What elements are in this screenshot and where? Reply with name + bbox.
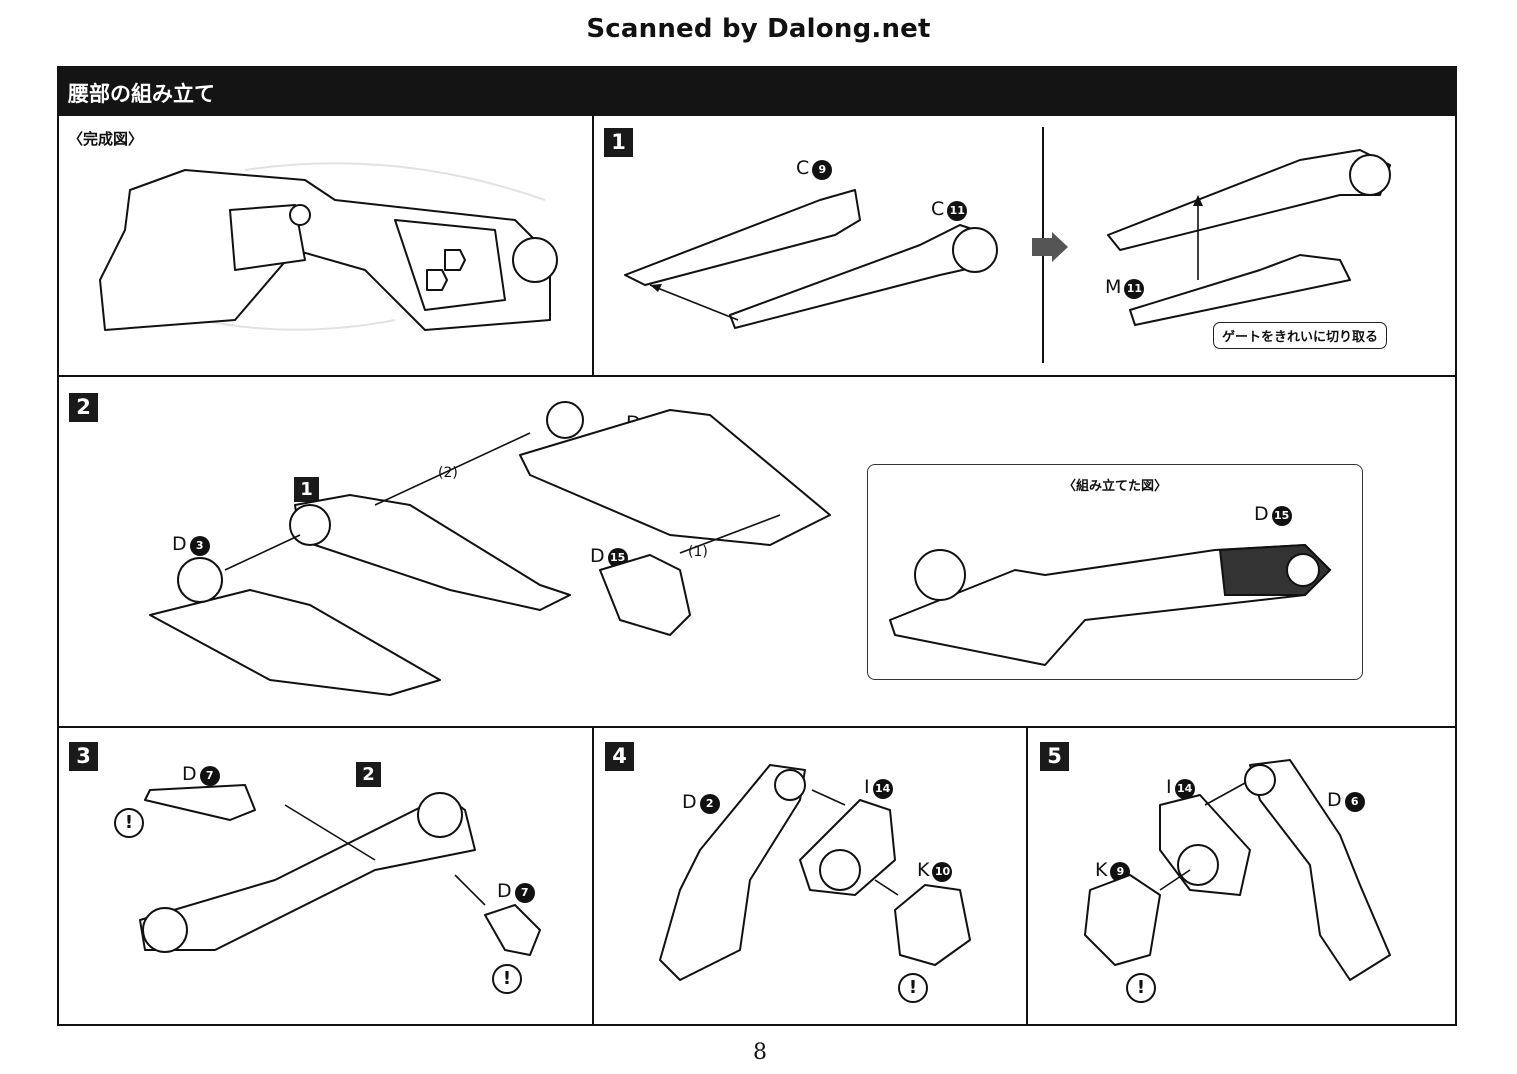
step-2-number: 2 (69, 393, 98, 422)
step-2-parts-illustration (149, 401, 831, 696)
step-reference-2: 2 (356, 762, 381, 787)
caution-icon: ! (1126, 973, 1156, 1003)
step-1-parts-illustration (624, 189, 998, 329)
step-5-number: 5 (1040, 742, 1069, 771)
column-divider (592, 726, 594, 1026)
step-3-parts-illustration (139, 784, 541, 956)
assembled-view-inset (867, 464, 1363, 680)
step-4-parts-illustration (659, 764, 971, 981)
step-3-number: 3 (69, 742, 98, 771)
section-title: 腰部の組み立て (68, 82, 215, 106)
row-divider (57, 375, 1457, 377)
caution-icon: ! (114, 808, 144, 838)
assembled-view-illustration (889, 543, 1332, 666)
step-1-number: 1 (604, 128, 633, 157)
gate-removal-callout: ゲートをきれいに切り取る (1213, 322, 1388, 349)
step-arrow-icon (1032, 232, 1068, 262)
step-1-result-illustration (1107, 149, 1391, 326)
order-marker-1: (1) (688, 544, 708, 560)
column-divider (1026, 726, 1028, 1026)
assembled-view-title: 〈組み立てた図〉 (1063, 479, 1168, 494)
completed-view-title: 〈完成図〉 (68, 130, 144, 148)
page-number: 8 (753, 1040, 767, 1065)
step-4-number: 4 (605, 742, 634, 771)
caution-icon: ! (492, 964, 522, 994)
watermark-text: Scanned by Dalong.net (586, 14, 931, 44)
completed-waist-illustration (99, 162, 558, 331)
column-divider (592, 116, 594, 376)
row-divider (57, 726, 1457, 728)
step-5-parts-illustration (1084, 759, 1391, 981)
caution-icon: ! (898, 973, 928, 1003)
order-marker-2: (2) (438, 465, 458, 481)
section-header-bar (57, 66, 1457, 116)
step-reference-1: 1 (294, 477, 319, 502)
